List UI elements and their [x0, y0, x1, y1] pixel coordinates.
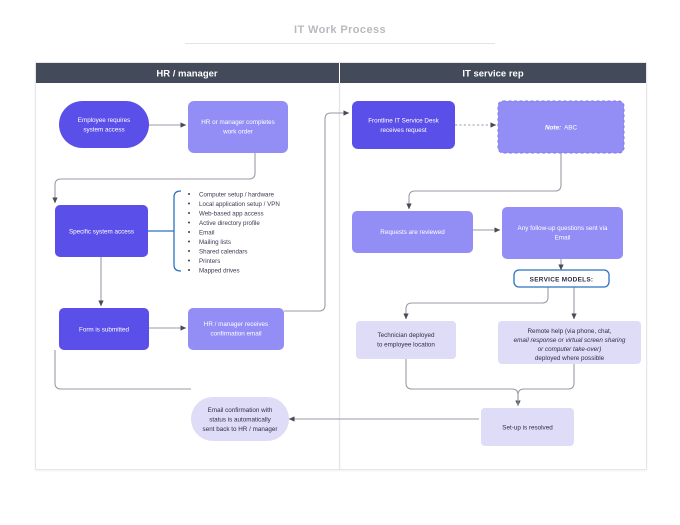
node-technician-deployed[interactable]: Technician deployed to employee location: [356, 321, 456, 359]
node-requests-reviewed-label: Requests are reviewed: [380, 229, 445, 236]
node-hr-receives-line1: HR / manager receives: [204, 321, 268, 328]
connector-hrreceives-to-frontline: [284, 110, 350, 312]
bullet-list-group: Computer setup / hardware Local applicat…: [148, 190, 280, 274]
node-requests-reviewed[interactable]: Requests are reviewed: [352, 211, 473, 253]
node-hr-completes-line2: work order: [222, 129, 253, 136]
lane-header-it-label: IT service rep: [462, 69, 523, 80]
node-technician-deployed-line2: to employee location: [377, 342, 435, 349]
node-hr-completes-line1: HR or manager completes: [201, 119, 275, 126]
connector-servicemodels-to-technician: [403, 286, 549, 320]
node-form-submitted-label: Form is submitted: [79, 327, 130, 334]
bullet-item: Email: [199, 229, 214, 236]
node-service-models-label: SERVICE MODELS:: [530, 277, 594, 284]
node-note-box-text: Note:ABC: [545, 125, 577, 132]
bullet-item: Computer setup / hardware: [199, 191, 275, 198]
node-hr-receives[interactable]: HR / manager receives confirmation email: [188, 308, 284, 350]
bullet-items: Computer setup / hardware Local applicat…: [188, 191, 280, 274]
node-technician-deployed-line1: Technician deployed: [377, 332, 435, 339]
node-service-models[interactable]: SERVICE MODELS:: [513, 269, 610, 288]
node-form-submitted[interactable]: Form is submitted: [59, 308, 149, 350]
node-frontline-desk[interactable]: Frontline IT Service Desk receives reque…: [352, 101, 455, 149]
bullet-item: Shared calendars: [199, 248, 248, 255]
node-specific-access[interactable]: Specific system access: [55, 205, 148, 257]
bullet-item: Web-based app access: [199, 210, 264, 217]
connector-form-bottom: [54, 350, 191, 390]
node-frontline-desk-line2: receives request: [380, 127, 426, 134]
bullet-item: Active directory profile: [199, 220, 260, 227]
connector-technician-to-setup: [405, 359, 521, 407]
bullet-item: Printers: [199, 258, 220, 265]
connector-hr-to-specific: [52, 153, 256, 204]
node-specific-access-label: Specific system access: [69, 229, 134, 236]
lane-header-hr: HR / manager: [36, 63, 339, 83]
node-followup-questions-line1: Any follow-up questions sent via: [518, 225, 608, 232]
node-remote-help-line3: or computer take-over): [538, 346, 602, 353]
node-setup-resolved[interactable]: Set-up is resolved: [481, 408, 574, 446]
node-employee-requires[interactable]: Employee requires system access: [59, 101, 149, 148]
bullet-item: Mapped drives: [199, 267, 240, 274]
node-employee-requires-line2: system access: [83, 127, 124, 134]
page-title-container: IT Work Process: [185, 24, 495, 44]
node-remote-help[interactable]: Remote help (via phone, chat, email resp…: [498, 321, 641, 364]
flowchart-canvas: HR / manager IT service rep Employee req…: [35, 62, 647, 470]
node-remote-help-line2: email response or virtual screen sharing: [514, 337, 626, 344]
node-followup-questions-line2: Email: [555, 235, 571, 242]
node-hr-receives-line2: confirmation email: [210, 331, 261, 338]
node-email-confirmation-line1: Email confirmation with: [208, 407, 273, 414]
node-followup-questions[interactable]: Any follow-up questions sent via Email: [502, 207, 623, 259]
node-remote-help-line4: deployed where possible: [535, 355, 605, 362]
note-prefix: Note:: [545, 125, 561, 132]
node-email-confirmation-line2: status is automatically: [209, 417, 271, 424]
bullet-bracket: [173, 190, 182, 272]
node-remote-help-line1: Remote help (via phone, chat,: [527, 328, 611, 335]
connector-note-to-requests: [406, 153, 562, 210]
connector-remote-to-setup: [517, 364, 575, 406]
node-setup-resolved-label: Set-up is resolved: [502, 425, 553, 432]
connector-layer: [52, 110, 577, 422]
node-email-confirmation[interactable]: Email confirmation with status is automa…: [191, 397, 289, 441]
note-value: ABC: [564, 125, 577, 132]
node-note-box[interactable]: Note:ABC: [497, 100, 625, 154]
bullet-item: Mailing lists: [199, 239, 231, 246]
lane-header-it: IT service rep: [340, 63, 646, 83]
node-hr-completes[interactable]: HR or manager completes work order: [188, 101, 288, 153]
bullet-item: Local application setup / VPN: [199, 201, 280, 208]
lane-header-hr-label: HR / manager: [156, 69, 218, 80]
node-email-confirmation-line3: sent back to HR / manager: [203, 426, 278, 433]
node-employee-requires-line1: Employee requires: [78, 117, 131, 124]
page-title: IT Work Process: [294, 24, 386, 36]
node-frontline-desk-line1: Frontline IT Service Desk: [368, 118, 439, 125]
